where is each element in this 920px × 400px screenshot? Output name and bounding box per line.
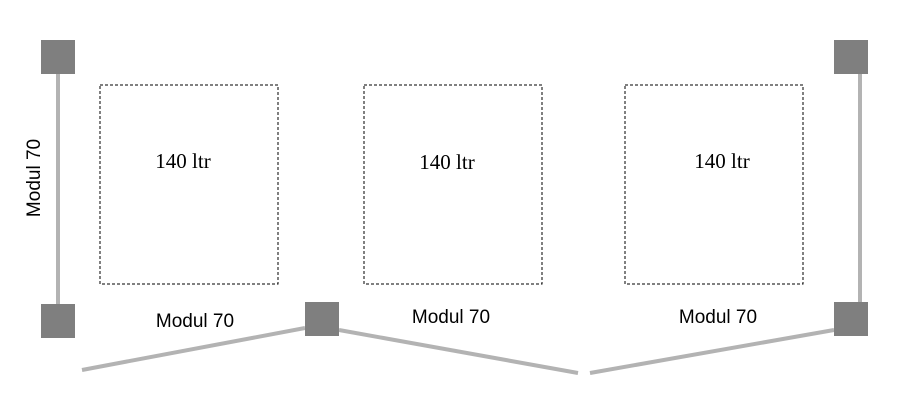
post-bottom-left	[41, 304, 75, 338]
post-bottom-center	[305, 302, 339, 336]
container-3-capacity-label: 140 ltr	[694, 149, 749, 173]
container-2-capacity-label: 140 ltr	[419, 150, 474, 174]
container-box-3	[624, 84, 804, 285]
post-top-right	[834, 40, 868, 74]
module-label-left-side: Modul 70	[24, 139, 45, 217]
post-bottom-right	[834, 302, 868, 336]
module-label-bottom-3: Modul 70	[679, 307, 757, 328]
container-box-1	[99, 84, 279, 285]
module-label-bottom-1: Modul 70	[156, 311, 234, 332]
module-label-bottom-2: Modul 70	[412, 307, 490, 328]
front-rail-right-segment	[589, 328, 835, 375]
container-box-2	[363, 84, 543, 285]
front-rail-left-segment	[81, 326, 306, 372]
post-top-left	[41, 40, 75, 74]
front-rail-middle-segment	[338, 328, 579, 375]
container-1-capacity-label: 140 ltr	[155, 149, 210, 173]
